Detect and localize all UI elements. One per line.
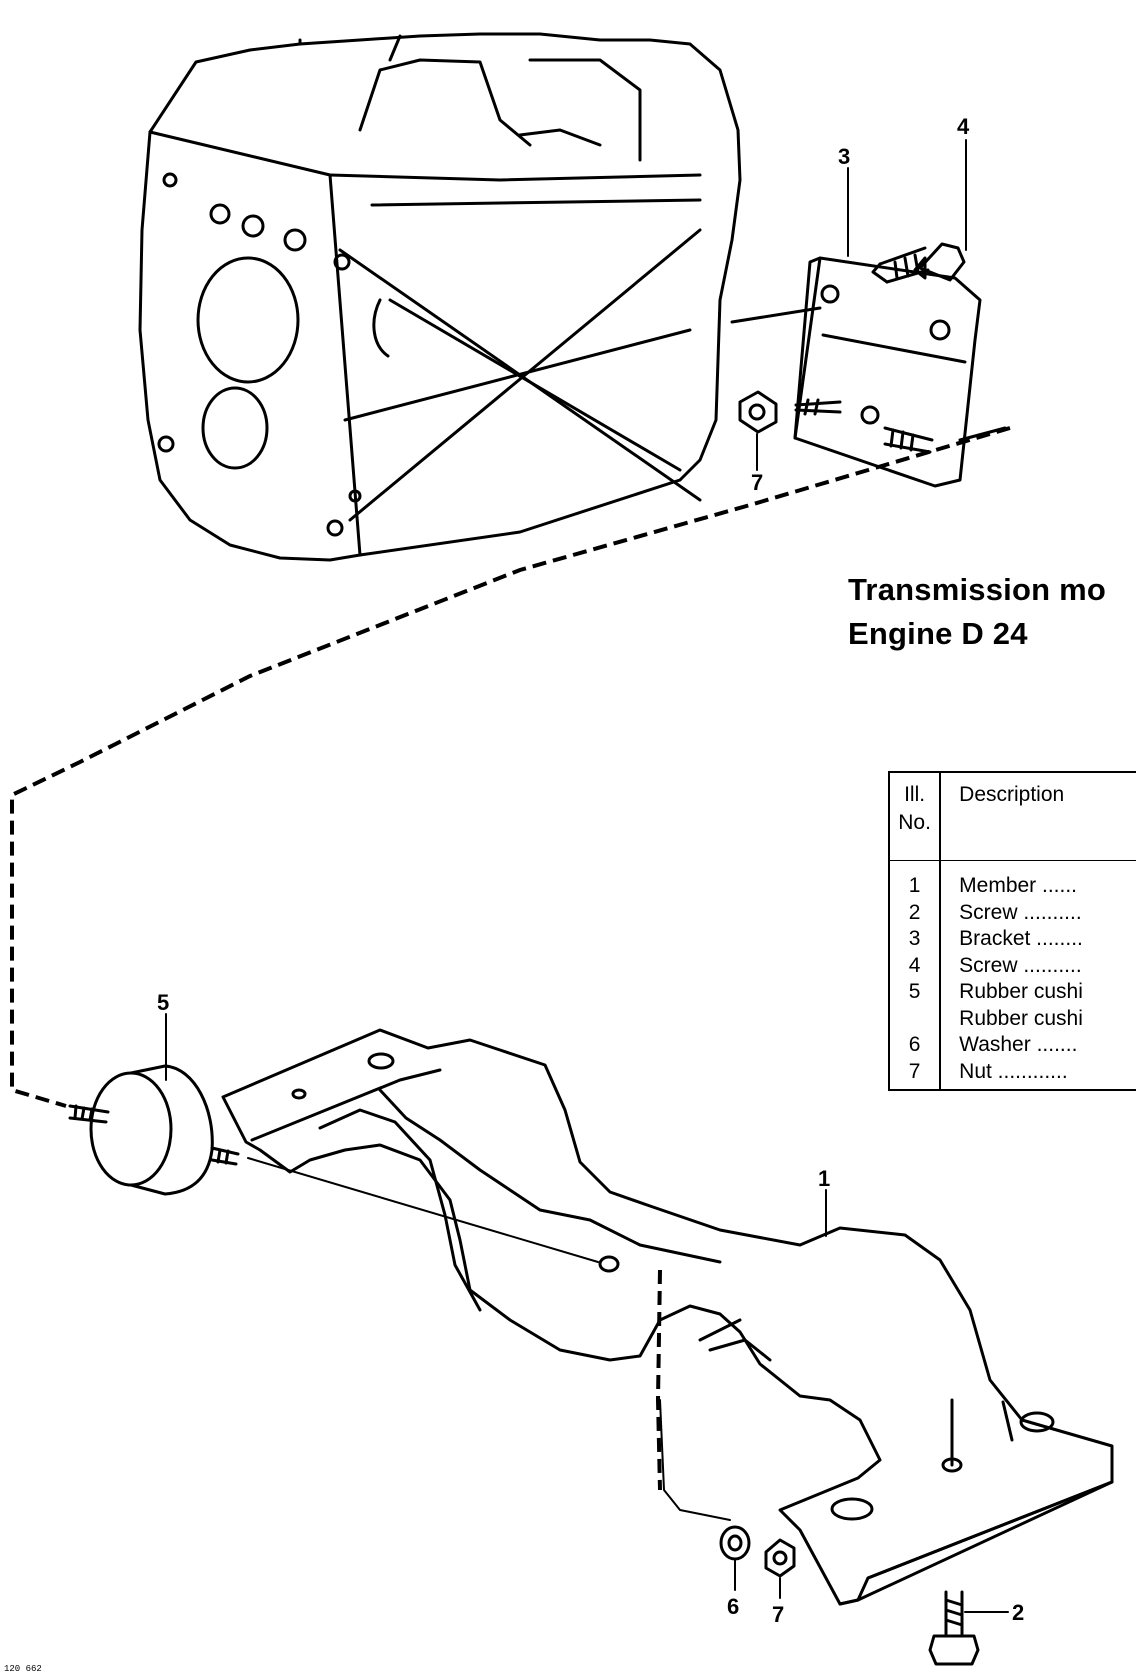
table-row: 1 Member ...... — [887, 860, 1136, 900]
washer-6 — [719, 1525, 751, 1561]
table-row: Rubber cushi — [887, 1005, 1136, 1032]
callout-5: 5 — [157, 990, 170, 1015]
row-description: Washer ....... — [959, 1033, 1078, 1056]
nut-7-top — [730, 306, 822, 434]
row-number — [887, 1005, 942, 1032]
row-description: Rubber cushi — [959, 980, 1083, 1003]
row-number: 1 — [887, 860, 942, 900]
row-number: 3 — [887, 926, 942, 953]
callout-7-top: 7 — [751, 470, 764, 495]
callout-7-bottom: 7 — [772, 1602, 785, 1627]
crossmember-1 — [221, 1028, 1114, 1606]
table-row: 4 Screw .......... — [887, 952, 1136, 979]
row-description: Screw .......... — [959, 900, 1082, 924]
leader-lines — [165, 139, 1009, 1613]
row-number: 7 — [887, 1058, 942, 1091]
bracket-screw — [794, 398, 934, 454]
nut-7-bottom — [764, 1538, 796, 1578]
figure-code: 120 662 — [4, 1664, 42, 1674]
row-description: Rubber cushi — [959, 1006, 1083, 1030]
table-row: 3 Bracket ........ — [887, 926, 1136, 953]
row-description: Screw .......... — [959, 953, 1082, 977]
callout-3: 3 — [838, 144, 851, 169]
row-description: Bracket ........ — [959, 927, 1083, 950]
callout-6: 6 — [727, 1594, 740, 1619]
header-description: Description — [940, 771, 1136, 861]
diagram-title-line2: Engine D 24 — [848, 616, 1028, 651]
bracket-3 — [793, 256, 1007, 488]
table-row: 6 Washer ....... — [887, 1032, 1136, 1059]
callout-2: 2 — [1012, 1600, 1025, 1625]
dashed-assembly-line — [10, 426, 1011, 1491]
table-row: 5 Rubber cushi — [887, 979, 1136, 1006]
row-number: 6 — [887, 1032, 942, 1059]
screw-2 — [928, 1590, 980, 1666]
callout-1: 1 — [818, 1166, 831, 1191]
rubber-cushion-5 — [68, 1064, 240, 1196]
parts-table: Ill. No. Description 1 Member ...... 2 S… — [887, 771, 1136, 1091]
screw-4 — [871, 242, 966, 284]
parts-table-header: Ill. No. Description — [887, 771, 1136, 861]
header-ill-no: Ill. No. — [887, 771, 942, 861]
row-description: Nut ............ — [940, 1058, 1136, 1091]
row-number: 5 — [887, 979, 942, 1006]
diagram-title-line1: Transmission mo — [848, 572, 1106, 607]
table-row: 7 Nut ............ — [887, 1058, 1136, 1091]
row-number: 2 — [887, 899, 942, 926]
callout-4: 4 — [957, 114, 970, 139]
row-number: 4 — [887, 952, 942, 979]
transmission-housing — [138, 32, 742, 562]
table-row: 2 Screw .......... — [887, 899, 1136, 926]
row-description: Member ...... — [959, 874, 1078, 897]
